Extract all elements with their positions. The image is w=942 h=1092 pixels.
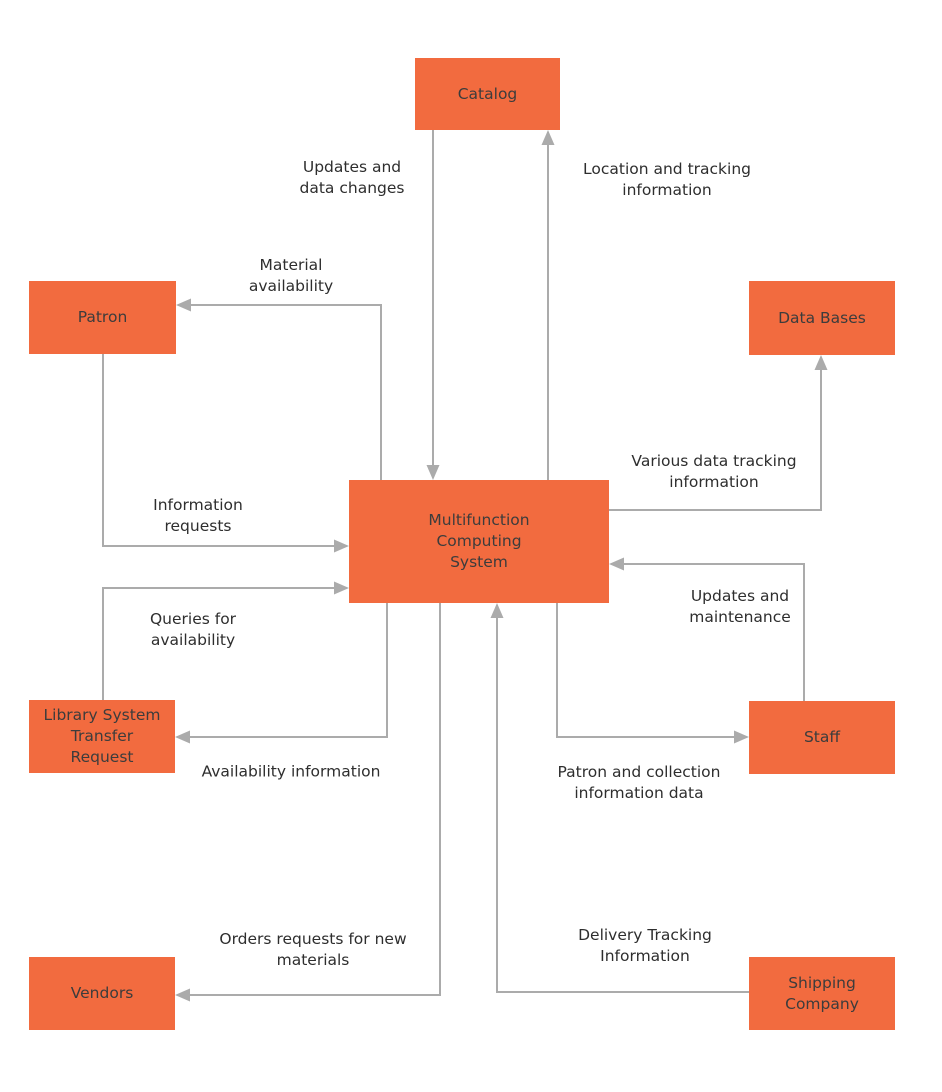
connector-system-to-patron bbox=[191, 304, 382, 480]
arrowhead-system-to-staff bbox=[734, 730, 749, 744]
connector-label-shipping-to-system: Delivery Tracking Information bbox=[578, 926, 712, 965]
entity-label-patron: Patron bbox=[77, 308, 128, 326]
connector-label-staff-to-system: Updates and maintenance bbox=[689, 587, 791, 626]
entity-box-vendors[interactable]: Vendors bbox=[29, 957, 175, 1030]
entity-box-shipping-company[interactable]: Shipping Company bbox=[749, 957, 895, 1030]
arrowhead-system-to-catalog bbox=[541, 130, 555, 145]
entity-label-vendors: Vendors bbox=[70, 984, 134, 1002]
connector-system-to-staff bbox=[556, 603, 734, 738]
arrowhead-transfer-request-to-system bbox=[334, 581, 349, 595]
connector-transfer-request-to-system bbox=[102, 587, 334, 700]
entity-label-catalog: Catalog bbox=[457, 84, 518, 103]
connector-system-to-transfer-request bbox=[190, 603, 388, 738]
entity-label-multifunction-computing-system: Multifunction Computing System bbox=[428, 511, 530, 571]
entity-box-catalog[interactable]: Catalog bbox=[415, 58, 560, 130]
connector-label-system-to-data-bases: Various data tracking information bbox=[631, 452, 797, 491]
entity-box-patron[interactable]: Patron bbox=[29, 281, 176, 354]
entity-label-shipping-company: Shipping Company bbox=[785, 973, 859, 1013]
connector-label-system-to-vendors: Orders requests for new materials bbox=[219, 930, 407, 969]
connector-label-system-to-transfer-request: Availability information bbox=[201, 762, 381, 781]
arrowhead-system-to-patron bbox=[176, 298, 191, 312]
connector-label-transfer-request-to-system: Queries for availability bbox=[149, 610, 237, 649]
entity-label-staff: Staff bbox=[803, 728, 841, 746]
arrowhead-system-to-vendors bbox=[175, 988, 190, 1002]
arrowhead-staff-to-system bbox=[609, 557, 624, 571]
connector-system-to-vendors bbox=[190, 603, 441, 996]
connector-shipping-to-system bbox=[496, 618, 749, 993]
entity-box-data-bases[interactable]: Data Bases bbox=[749, 281, 895, 355]
arrowhead-catalog-to-system bbox=[426, 465, 440, 480]
arrowhead-shipping-to-system bbox=[490, 603, 504, 618]
connector-system-to-data-bases bbox=[609, 370, 822, 511]
entity-box-library-system-transfer-request[interactable]: Library System Transfer Request bbox=[29, 700, 175, 773]
arrowhead-patron-to-system bbox=[334, 539, 349, 553]
connector-label-system-to-catalog: Location and tracking information bbox=[583, 160, 751, 199]
connector-label-system-to-patron: Material availability bbox=[248, 256, 334, 295]
entity-box-staff[interactable]: Staff bbox=[749, 701, 895, 774]
arrowhead-system-to-transfer-request bbox=[175, 730, 190, 744]
entity-box-multifunction-computing-system[interactable]: Multifunction Computing System bbox=[349, 480, 609, 603]
arrowhead-system-to-data-bases bbox=[814, 355, 828, 370]
entity-label-library-system-transfer-request: Library System Transfer Request bbox=[43, 706, 161, 766]
connector-label-catalog-to-system: Updates and data changes bbox=[299, 158, 405, 197]
connector-staff-to-system bbox=[624, 563, 805, 701]
connector-label-system-to-staff: Patron and collection information data bbox=[557, 763, 721, 802]
entity-label-data-bases: Data Bases bbox=[778, 308, 866, 327]
connector-patron-to-system bbox=[102, 354, 334, 547]
connector-label-patron-to-system: Information requests bbox=[153, 496, 243, 535]
